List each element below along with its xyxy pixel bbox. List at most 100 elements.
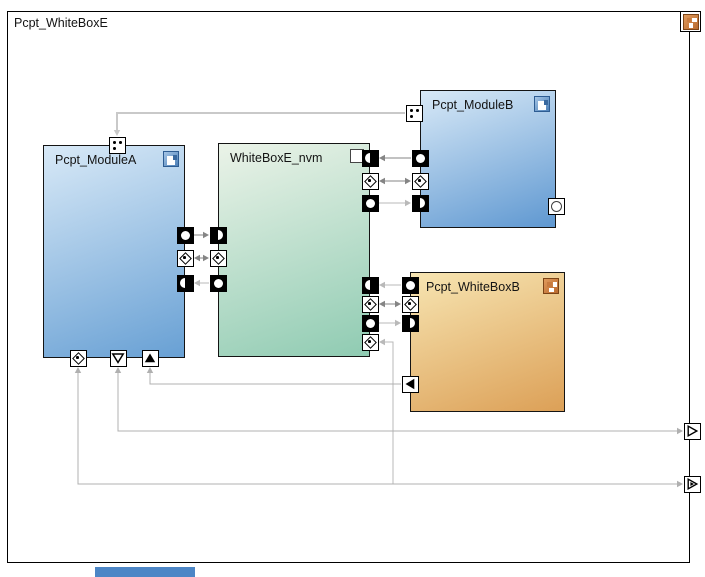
arrowhead <box>405 177 411 185</box>
calibration-dot-glyph <box>418 179 421 182</box>
icon-corner-square <box>172 155 177 160</box>
receiver-half-glyph <box>365 280 370 290</box>
arrowhead <box>379 338 385 346</box>
arrowhead <box>379 300 385 308</box>
port-receiver-port-left[interactable] <box>176 274 194 292</box>
port-calibration-port[interactable] <box>209 249 227 267</box>
component-pcpt-moduleb[interactable]: Pcpt_ModuleB <box>420 90 556 228</box>
calibration-dot-glyph <box>216 256 219 259</box>
port-sender-port[interactable] <box>361 314 379 332</box>
connector-moduleB-dots-to-moduleA-dots[interactable] <box>116 112 405 130</box>
atomic-swc-icon <box>534 96 550 112</box>
arrowhead <box>677 427 683 435</box>
sender-circle-glyph <box>180 230 190 240</box>
port-sender-port[interactable] <box>361 194 379 212</box>
port-glyph <box>405 378 414 389</box>
port-sender-port[interactable] <box>209 274 227 292</box>
dot-glyph <box>113 141 116 144</box>
port-dots-port[interactable] <box>405 104 423 122</box>
icon-corner-square <box>543 100 548 105</box>
port-calibration-port[interactable] <box>361 333 379 351</box>
port-sender-port[interactable] <box>176 226 194 244</box>
port-triangle-left-filled-port[interactable] <box>401 375 419 393</box>
port-delegation-filled-port[interactable] <box>683 475 701 493</box>
header-icon-slot <box>543 278 559 294</box>
composition-icon <box>543 278 559 294</box>
arrowhead <box>74 367 82 373</box>
frame-corner-box[interactable] <box>680 11 701 32</box>
calibration-dot-glyph <box>368 179 371 182</box>
port-triangle-up-filled-port[interactable] <box>141 349 159 367</box>
component-whiteboxe-nvm[interactable]: WhiteBoxE_nvm <box>218 143 370 357</box>
arrowhead <box>379 281 385 289</box>
icon-sub-square-2 <box>549 287 554 292</box>
dot-glyph <box>410 109 413 112</box>
atomic-swc-icon <box>163 151 179 167</box>
port-calibration-port[interactable] <box>411 172 429 190</box>
port-receiver-port-left[interactable] <box>361 276 379 294</box>
receiver-half-glyph <box>410 318 415 328</box>
ring-glyph <box>550 200 562 212</box>
icon-sub-square-dark <box>547 282 552 287</box>
port-ring-port[interactable] <box>547 197 565 215</box>
component-pcpt-whiteboxb[interactable]: Pcpt_WhiteBoxB <box>410 272 565 412</box>
composition-icon <box>682 13 699 30</box>
header-icon-slot <box>163 151 179 167</box>
arrowhead <box>395 300 401 308</box>
component-pcpt-modulea[interactable]: Pcpt_ModuleA <box>43 145 185 358</box>
port-glyph <box>144 353 155 362</box>
calibration-dot-glyph <box>368 302 371 305</box>
arrowhead <box>203 254 209 262</box>
icon-inner-square <box>537 101 546 110</box>
icon-inner-square <box>166 156 175 165</box>
sender-circle-glyph <box>415 153 425 163</box>
port-receiver-port-right[interactable] <box>411 194 429 212</box>
port-calibration-port[interactable] <box>361 295 379 313</box>
scrollbar-thumb[interactable] <box>95 567 195 577</box>
connector-delegation-to-nvm-calibration[interactable] <box>385 341 394 484</box>
sender-circle-glyph <box>213 278 223 288</box>
icon-sub-square-2 <box>688 23 693 28</box>
sender-circle-glyph <box>365 198 375 208</box>
icon-sub-square-dark <box>686 17 691 22</box>
diagram-title: Pcpt_WhiteBoxE <box>14 16 108 30</box>
receiver-half-glyph <box>180 278 185 288</box>
connector-moduleA-calibration-delegation[interactable] <box>77 373 677 485</box>
port-calibration-port[interactable] <box>401 295 419 313</box>
port-sender-port[interactable] <box>411 149 429 167</box>
component-label: Pcpt_ModuleB <box>432 98 514 112</box>
component-label: Pcpt_ModuleA <box>55 153 137 167</box>
port-sender-port[interactable] <box>401 276 419 294</box>
port-receiver-port-right[interactable] <box>401 314 419 332</box>
calibration-dot-glyph <box>408 302 411 305</box>
dot-glyph <box>416 109 419 112</box>
receiver-half-glyph <box>365 153 370 163</box>
component-label: WhiteBoxE_nvm <box>230 151 323 165</box>
port-glyph <box>110 352 125 364</box>
arrowhead <box>194 279 200 287</box>
port-calibration-port[interactable] <box>69 349 87 367</box>
arrowhead <box>203 231 209 239</box>
port-calibration-port[interactable] <box>176 249 194 267</box>
port-triangle-down-outline-port[interactable] <box>109 349 127 367</box>
arrowhead <box>194 254 200 262</box>
port-receiver-port-left[interactable] <box>361 149 379 167</box>
icon-sub-square-1 <box>552 282 557 287</box>
arrowhead <box>379 154 385 162</box>
port-calibration-port[interactable] <box>361 172 379 190</box>
port-receiver-port-right[interactable] <box>209 226 227 244</box>
calibration-dot-glyph <box>368 340 371 343</box>
receiver-half-glyph <box>218 230 223 240</box>
dot-glyph <box>113 147 116 150</box>
arrowhead <box>395 319 401 327</box>
arrowhead <box>113 130 121 136</box>
port-delegation-outline-port[interactable] <box>683 422 701 440</box>
port-dots-port[interactable] <box>108 136 126 154</box>
connector-moduleA-triangle-up-to-whiteBoxB[interactable] <box>149 373 401 385</box>
port-glyph <box>687 424 698 437</box>
arrowhead <box>405 199 411 207</box>
connector-moduleA-triangle-down-delegation[interactable] <box>117 373 677 432</box>
sender-circle-glyph <box>365 318 375 328</box>
